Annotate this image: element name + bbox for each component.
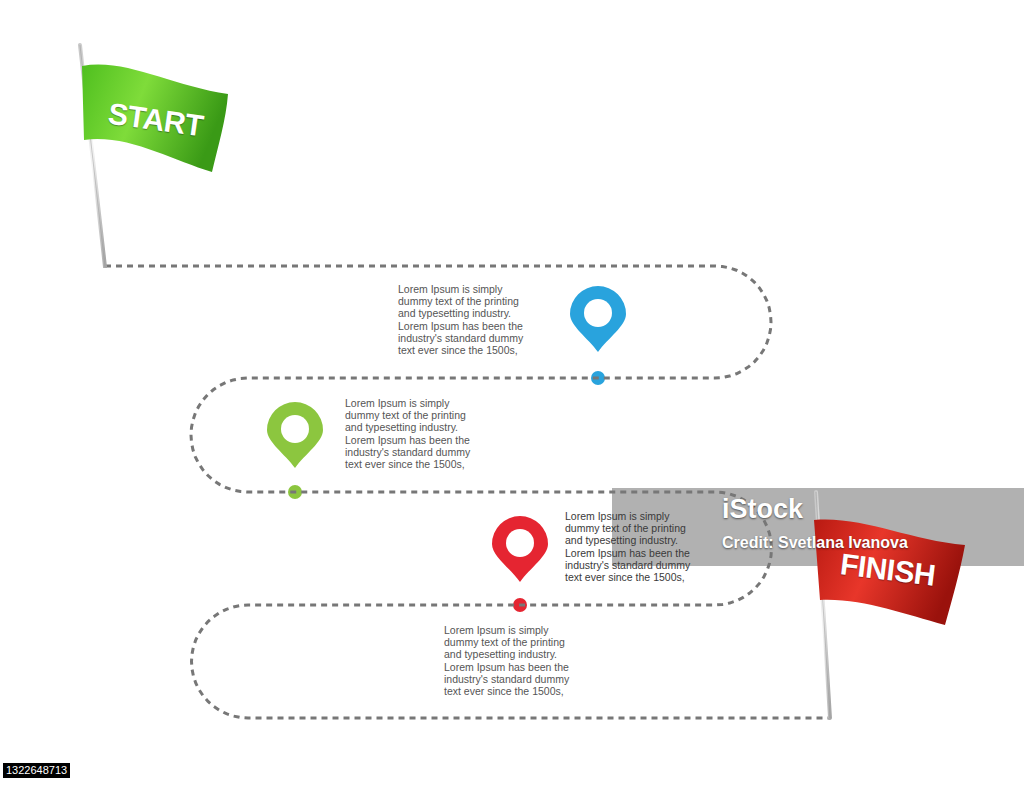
milestone-note: Lorem Ipsum is simply dummy text of the … xyxy=(444,624,582,697)
watermark: iStock xyxy=(722,494,803,525)
milestone-note: Lorem Ipsum is simply dummy text of the … xyxy=(398,283,536,356)
map-pin xyxy=(492,516,548,612)
flag-cloth xyxy=(82,65,228,172)
flag: FINISH xyxy=(808,488,970,720)
dashed-route xyxy=(105,266,830,718)
image-id: 1322648713 xyxy=(3,763,70,778)
flag-shape xyxy=(76,42,236,268)
flag: START xyxy=(76,42,236,268)
milestone-note: Lorem Ipsum is simply dummy text of the … xyxy=(565,510,703,583)
map-pin xyxy=(267,402,323,499)
milestone-note: Lorem Ipsum is simply dummy text of the … xyxy=(345,397,483,470)
flag-shape xyxy=(808,488,970,720)
map-pin xyxy=(570,286,626,385)
watermark-credit: Credit: Svetlana Ivanova xyxy=(722,534,908,552)
